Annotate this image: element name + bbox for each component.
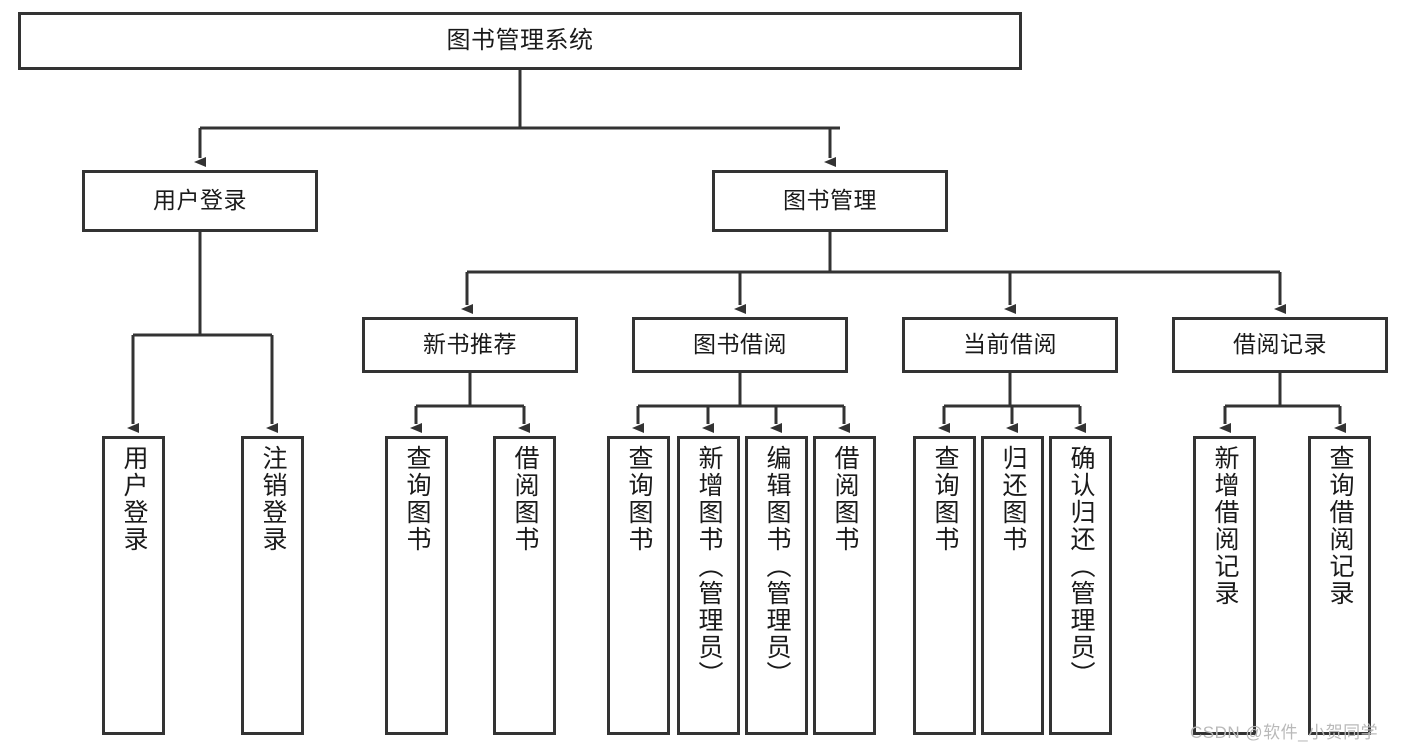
node-borrow-record[interactable]: 借阅记录	[1172, 317, 1388, 373]
node-label: 借阅图书	[831, 445, 859, 553]
leaf-current-borrow-query[interactable]: 查询图书	[913, 436, 976, 735]
node-label: 新增图书（管理员）	[695, 445, 723, 688]
node-label: 图书借阅	[693, 331, 787, 358]
leaf-book-borrow-borrow[interactable]: 借阅图书	[813, 436, 876, 735]
leaf-new-book-query[interactable]: 查询图书	[385, 436, 448, 735]
node-label: 新书推荐	[423, 331, 517, 358]
leaf-book-borrow-query[interactable]: 查询图书	[607, 436, 670, 735]
node-label: 借阅图书	[511, 445, 539, 553]
node-label: 新增借阅记录	[1211, 445, 1239, 607]
node-label: 确认归还（管理员）	[1067, 445, 1095, 688]
leaf-borrow-record-query[interactable]: 查询借阅记录	[1308, 436, 1371, 735]
node-book-borrow[interactable]: 图书借阅	[632, 317, 848, 373]
node-label: 用户登录	[120, 445, 148, 553]
node-label: 查询图书	[931, 445, 959, 553]
node-label: 注销登录	[259, 445, 287, 553]
node-label: 图书管理系统	[446, 26, 594, 54]
leaf-borrow-record-add[interactable]: 新增借阅记录	[1193, 436, 1256, 735]
leaf-user-login-logout[interactable]: 注销登录	[241, 436, 304, 735]
node-new-book-recommend[interactable]: 新书推荐	[362, 317, 578, 373]
node-label: 查询图书	[625, 445, 653, 553]
node-label: 用户登录	[153, 187, 247, 214]
node-current-borrow[interactable]: 当前借阅	[902, 317, 1118, 373]
leaf-book-borrow-edit[interactable]: 编辑图书（管理员）	[745, 436, 808, 735]
node-book-management[interactable]: 图书管理	[712, 170, 948, 232]
node-label: 查询借阅记录	[1326, 445, 1354, 607]
node-root-system[interactable]: 图书管理系统	[18, 12, 1022, 70]
node-label: 编辑图书（管理员）	[763, 445, 791, 688]
leaf-current-borrow-confirm-return[interactable]: 确认归还（管理员）	[1049, 436, 1112, 735]
leaf-new-book-borrow[interactable]: 借阅图书	[493, 436, 556, 735]
csdn-watermark: CSDN @软件_小贺同学	[1190, 723, 1379, 742]
node-user-login[interactable]: 用户登录	[82, 170, 318, 232]
node-label: 当前借阅	[963, 331, 1057, 358]
leaf-current-borrow-return[interactable]: 归还图书	[981, 436, 1044, 735]
leaf-book-borrow-add[interactable]: 新增图书（管理员）	[677, 436, 740, 735]
node-label: 图书管理	[783, 187, 877, 214]
node-label: 查询图书	[403, 445, 431, 553]
leaf-user-login-login[interactable]: 用户登录	[102, 436, 165, 735]
node-label: 借阅记录	[1233, 331, 1327, 358]
node-label: 归还图书	[999, 445, 1027, 553]
